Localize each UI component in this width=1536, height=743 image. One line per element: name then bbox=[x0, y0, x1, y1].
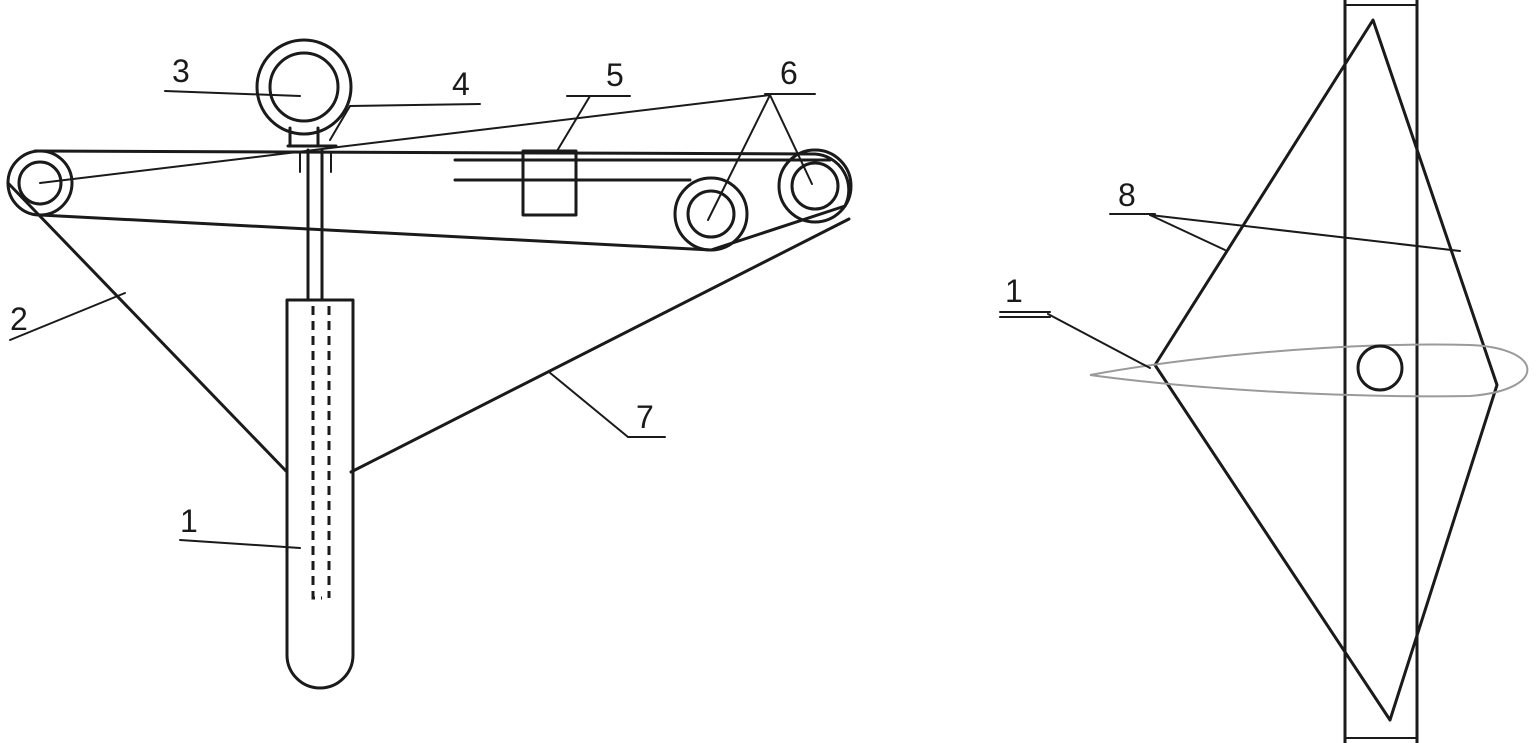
callout-2: 2 bbox=[10, 301, 28, 337]
frame bbox=[6, 181, 851, 474]
airfoil-hole bbox=[1356, 344, 1404, 392]
tube bbox=[285, 298, 355, 690]
leader-line-1 bbox=[179, 539, 301, 549]
tube-inner-dashed bbox=[311, 306, 331, 600]
pulley-mount bbox=[288, 126, 320, 148]
callout-8: 8 bbox=[1118, 177, 1136, 213]
left-pulley-inner bbox=[17, 160, 63, 206]
right-view: 8 1 bbox=[999, 0, 1529, 743]
callout-7: 7 bbox=[636, 399, 654, 435]
cable-loop bbox=[33, 149, 851, 252]
leader-line-7 bbox=[548, 371, 629, 438]
callout-5: 5 bbox=[606, 57, 624, 93]
leader-line-5 bbox=[556, 95, 591, 152]
leader-line-4 bbox=[329, 105, 351, 141]
leader-line-8 bbox=[1149, 214, 1461, 252]
left-view: 1 2 3 4 5 6 7 bbox=[6, 38, 853, 690]
pulley-a-inner bbox=[686, 189, 736, 239]
diamond-frame bbox=[1153, 18, 1499, 722]
top-pulley-inner bbox=[268, 51, 340, 123]
leader-line-4 bbox=[349, 103, 481, 107]
leader-line-6 bbox=[769, 94, 813, 185]
leader-line-6 bbox=[707, 94, 771, 221]
callout-1-right: 1 bbox=[1005, 273, 1023, 309]
callout-4: 4 bbox=[452, 66, 470, 102]
leader-line-3 bbox=[164, 90, 301, 97]
leader-line-2 bbox=[9, 292, 126, 341]
top-pulley-outer bbox=[255, 38, 353, 136]
pulley-b-outer bbox=[777, 148, 853, 224]
leader-line-8 bbox=[1149, 214, 1226, 251]
leader-line-6 bbox=[39, 94, 771, 184]
callout-3: 3 bbox=[172, 53, 190, 89]
callout-6: 6 bbox=[780, 55, 798, 91]
pulley-b-inner bbox=[790, 161, 840, 211]
airfoil-section bbox=[1089, 343, 1529, 398]
leader-line-1b bbox=[1047, 313, 1151, 369]
slider-block bbox=[521, 149, 578, 217]
callout-1: 1 bbox=[180, 503, 198, 539]
